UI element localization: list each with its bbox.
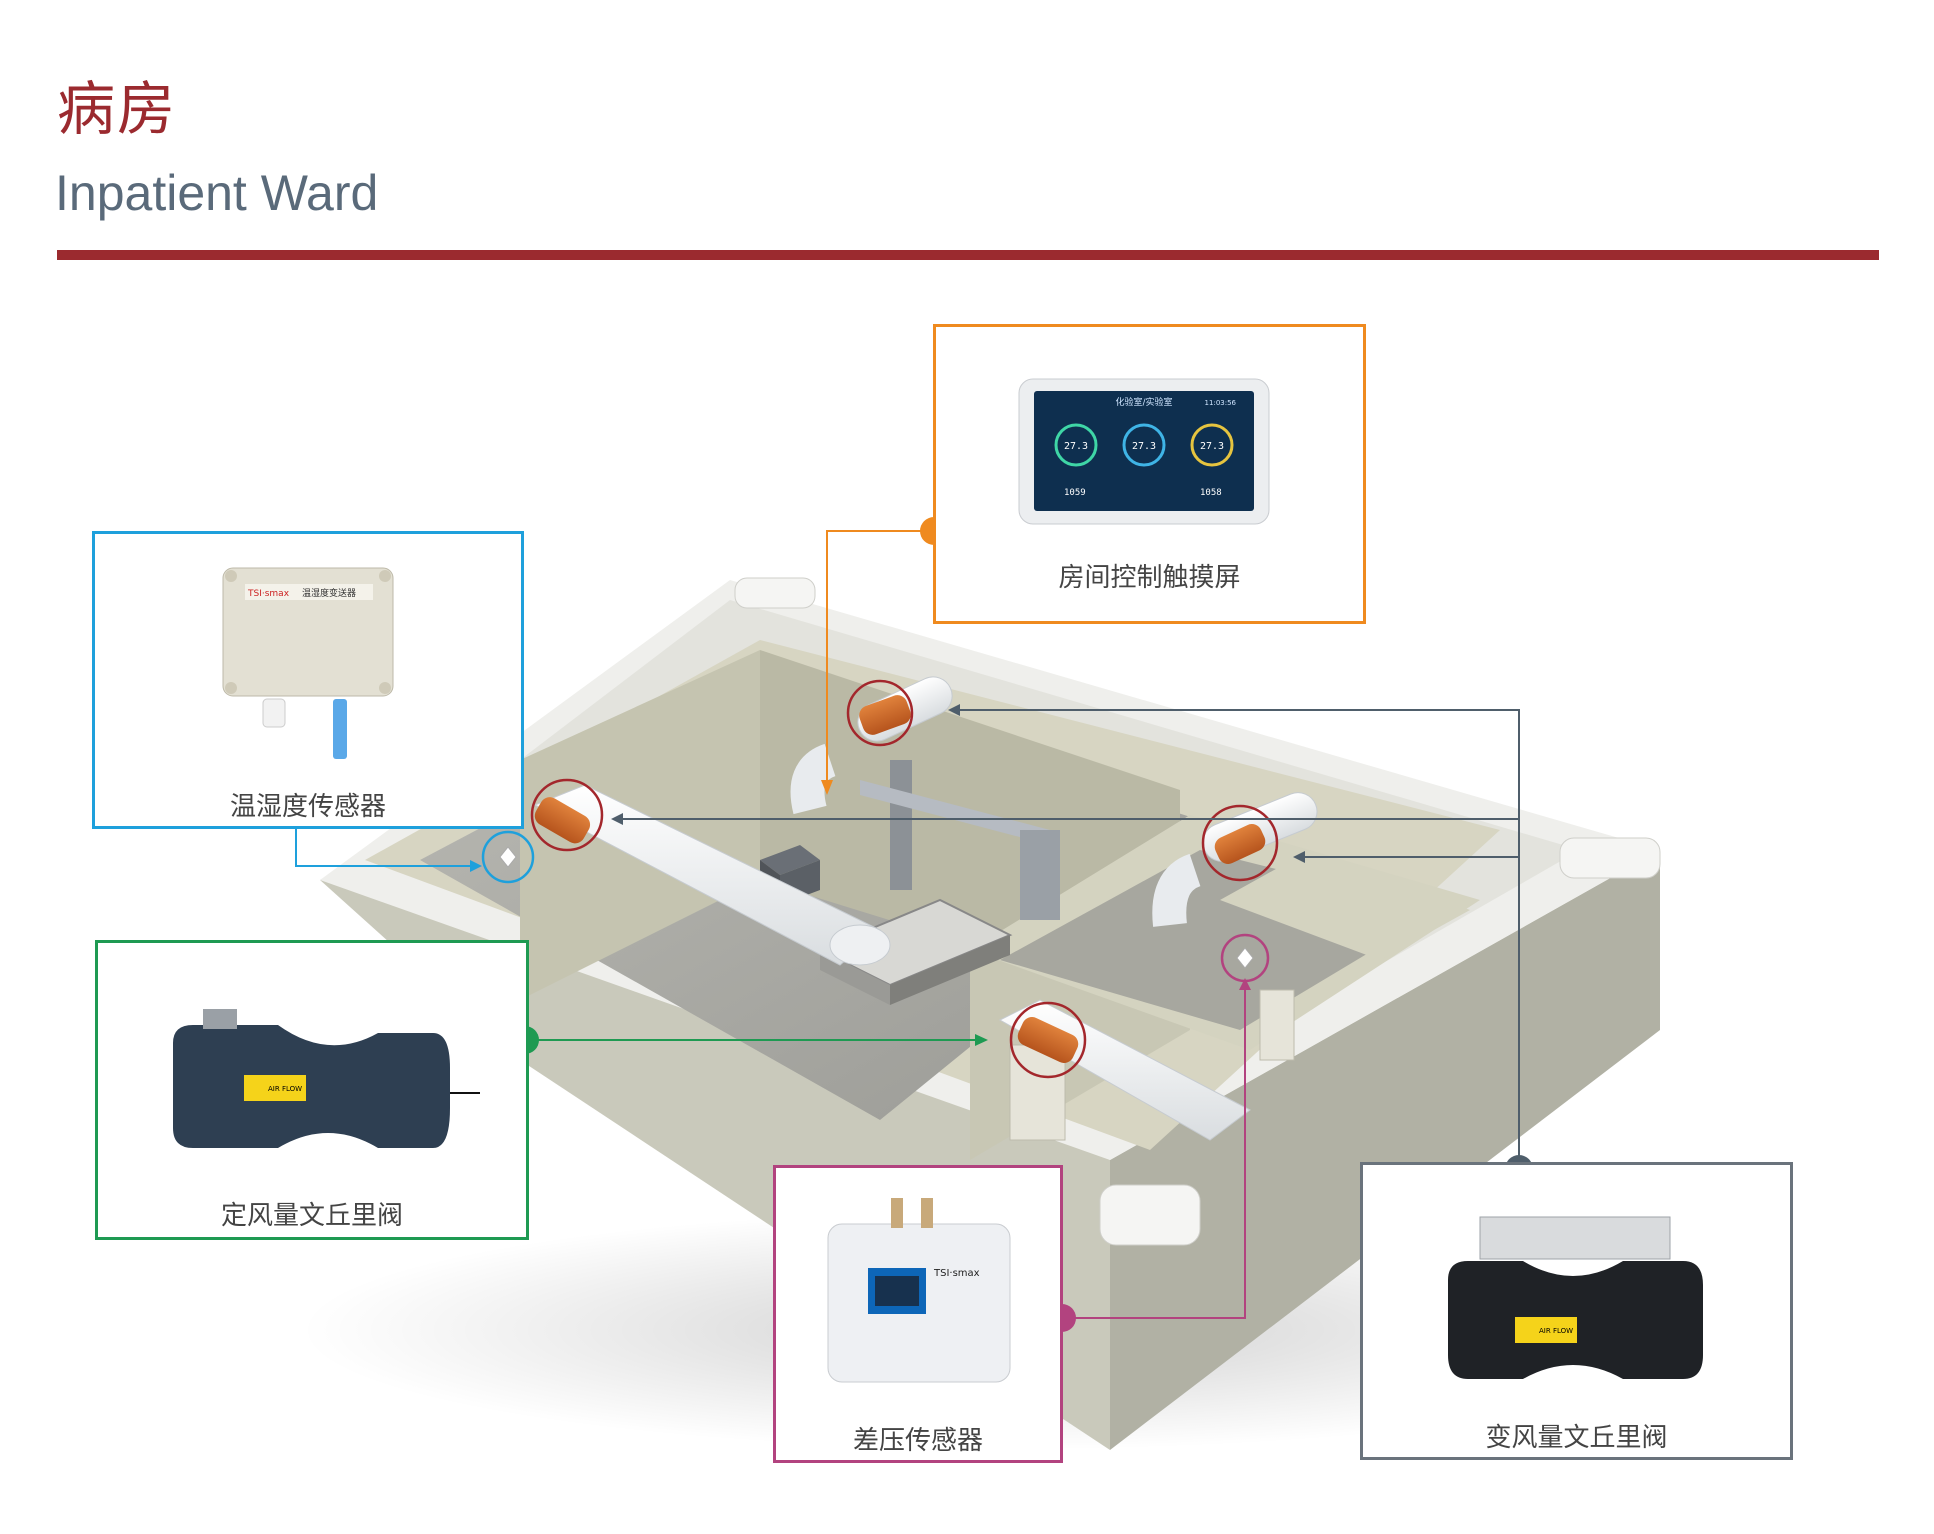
card-pressure-sensor: TSI·smax 差压传感器 (773, 1165, 1063, 1463)
touchscreen-label: 房间控制触摸屏 (1058, 563, 1241, 593)
card-constant-air-valve: AIR FLOW 定风量文丘里阀 (95, 940, 529, 1240)
temp-humidity-sensor-label: 温湿度传感器 (229, 792, 386, 822)
door-ward (1009, 1044, 1066, 1141)
variable-valve-sticker: AIR FLOW (1539, 1327, 1573, 1335)
bathroom-top (1220, 850, 1470, 960)
temp-sensor-product: 温湿度变送器 (302, 587, 356, 599)
marker-valve-bottom (1009, 1001, 1087, 1079)
corner-post-right (1559, 837, 1661, 879)
temp-humidity-sensor-image: TSI·smax 温湿度变送器 (222, 567, 394, 759)
connector-variable-valve (955, 709, 1520, 1169)
marker-valve-left (530, 778, 604, 852)
door-bathroom (1259, 989, 1295, 1061)
pressure-sensor-label: 差压传感器 (852, 1426, 983, 1456)
connector-pressure-sensor (1062, 985, 1246, 1319)
corner-post-front (1099, 1184, 1201, 1246)
temp-sensor-brand: TSI·smax (247, 589, 290, 599)
pressure-sensor-plate (1236, 947, 1254, 969)
constant-air-valve-label: 定风量文丘里阀 (220, 1201, 403, 1231)
variable-air-valve-image: AIR FLOW (1448, 1216, 1703, 1379)
building-wall-right (1110, 850, 1660, 1450)
touchscreen-reading-2: 27.3 (1132, 441, 1156, 452)
card-variable-air-valve: AIR FLOW 变风量文丘里阀 (1360, 1162, 1793, 1460)
connector-temp-sensor (295, 828, 475, 867)
ceiling-pendant (860, 760, 1060, 920)
card-touchscreen: 化验室/实验室 11:03:56 27.3 27.3 27.3 1059 105… (933, 324, 1366, 624)
corner-post-back (734, 577, 816, 609)
valve-right (1214, 824, 1266, 864)
pipe-left (533, 784, 891, 966)
touchscreen-reading-1: 27.3 (1064, 441, 1088, 452)
touchscreen-header-text: 化验室/实验室 (1115, 396, 1172, 408)
variable-air-valve-label: 变风量文丘里阀 (1485, 1423, 1668, 1453)
marker-valve-top (846, 679, 914, 747)
marker-temp-sensor (481, 830, 535, 884)
touchscreen-bottom-value-2: 1058 (1200, 488, 1222, 498)
connector-touchscreen (826, 530, 934, 790)
touchscreen-reading-3: 27.3 (1200, 441, 1224, 452)
pressure-sensor-image: TSI·smax (827, 1198, 1011, 1383)
temp-sensor-plate (499, 846, 517, 868)
page-title: 病房 (57, 75, 178, 143)
card-temp-humidity-sensor: TSI·smax 温湿度变送器 温湿度传感器 (92, 531, 524, 829)
touchscreen-time-text: 11:03:56 (1205, 399, 1237, 407)
constant-air-valve-image: AIR FLOW (173, 1009, 480, 1148)
marker-valve-right (1201, 804, 1279, 882)
valve-bottom (1017, 1017, 1079, 1063)
title-divider (57, 250, 1879, 260)
valve-left (534, 797, 591, 844)
touchscreen-image: 化验室/实验室 11:03:56 27.3 27.3 27.3 1059 105… (1018, 378, 1270, 525)
touchscreen-bottom-value-1: 1059 (1064, 488, 1086, 498)
constant-valve-sticker: AIR FLOW (268, 1085, 302, 1093)
page-subtitle: Inpatient Ward (55, 165, 379, 221)
valve-top (859, 695, 911, 735)
pressure-sensor-brand: TSI·smax (933, 1268, 980, 1279)
